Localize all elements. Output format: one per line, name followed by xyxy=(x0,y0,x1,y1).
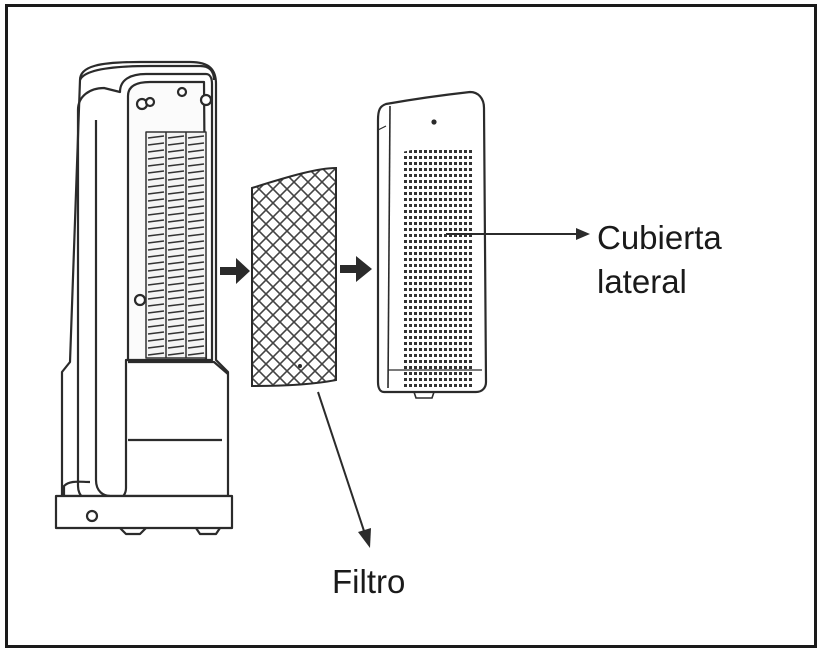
side-cover-panel xyxy=(376,90,488,399)
side-cover-label-line1: Cubierta xyxy=(597,219,722,256)
arrow-to-side-cover xyxy=(340,256,372,282)
filter-label: Filtro xyxy=(332,563,406,600)
tower-grille xyxy=(145,131,207,359)
side-cover-leader xyxy=(446,228,590,240)
arrow-to-filter xyxy=(220,258,250,284)
tower-heater-unit xyxy=(54,60,234,536)
tower-base xyxy=(54,494,234,530)
filter-leader xyxy=(317,391,371,548)
filter-panel xyxy=(251,166,337,388)
side-cover-label-line2: lateral xyxy=(597,263,687,300)
tower-top-cap xyxy=(78,64,216,81)
